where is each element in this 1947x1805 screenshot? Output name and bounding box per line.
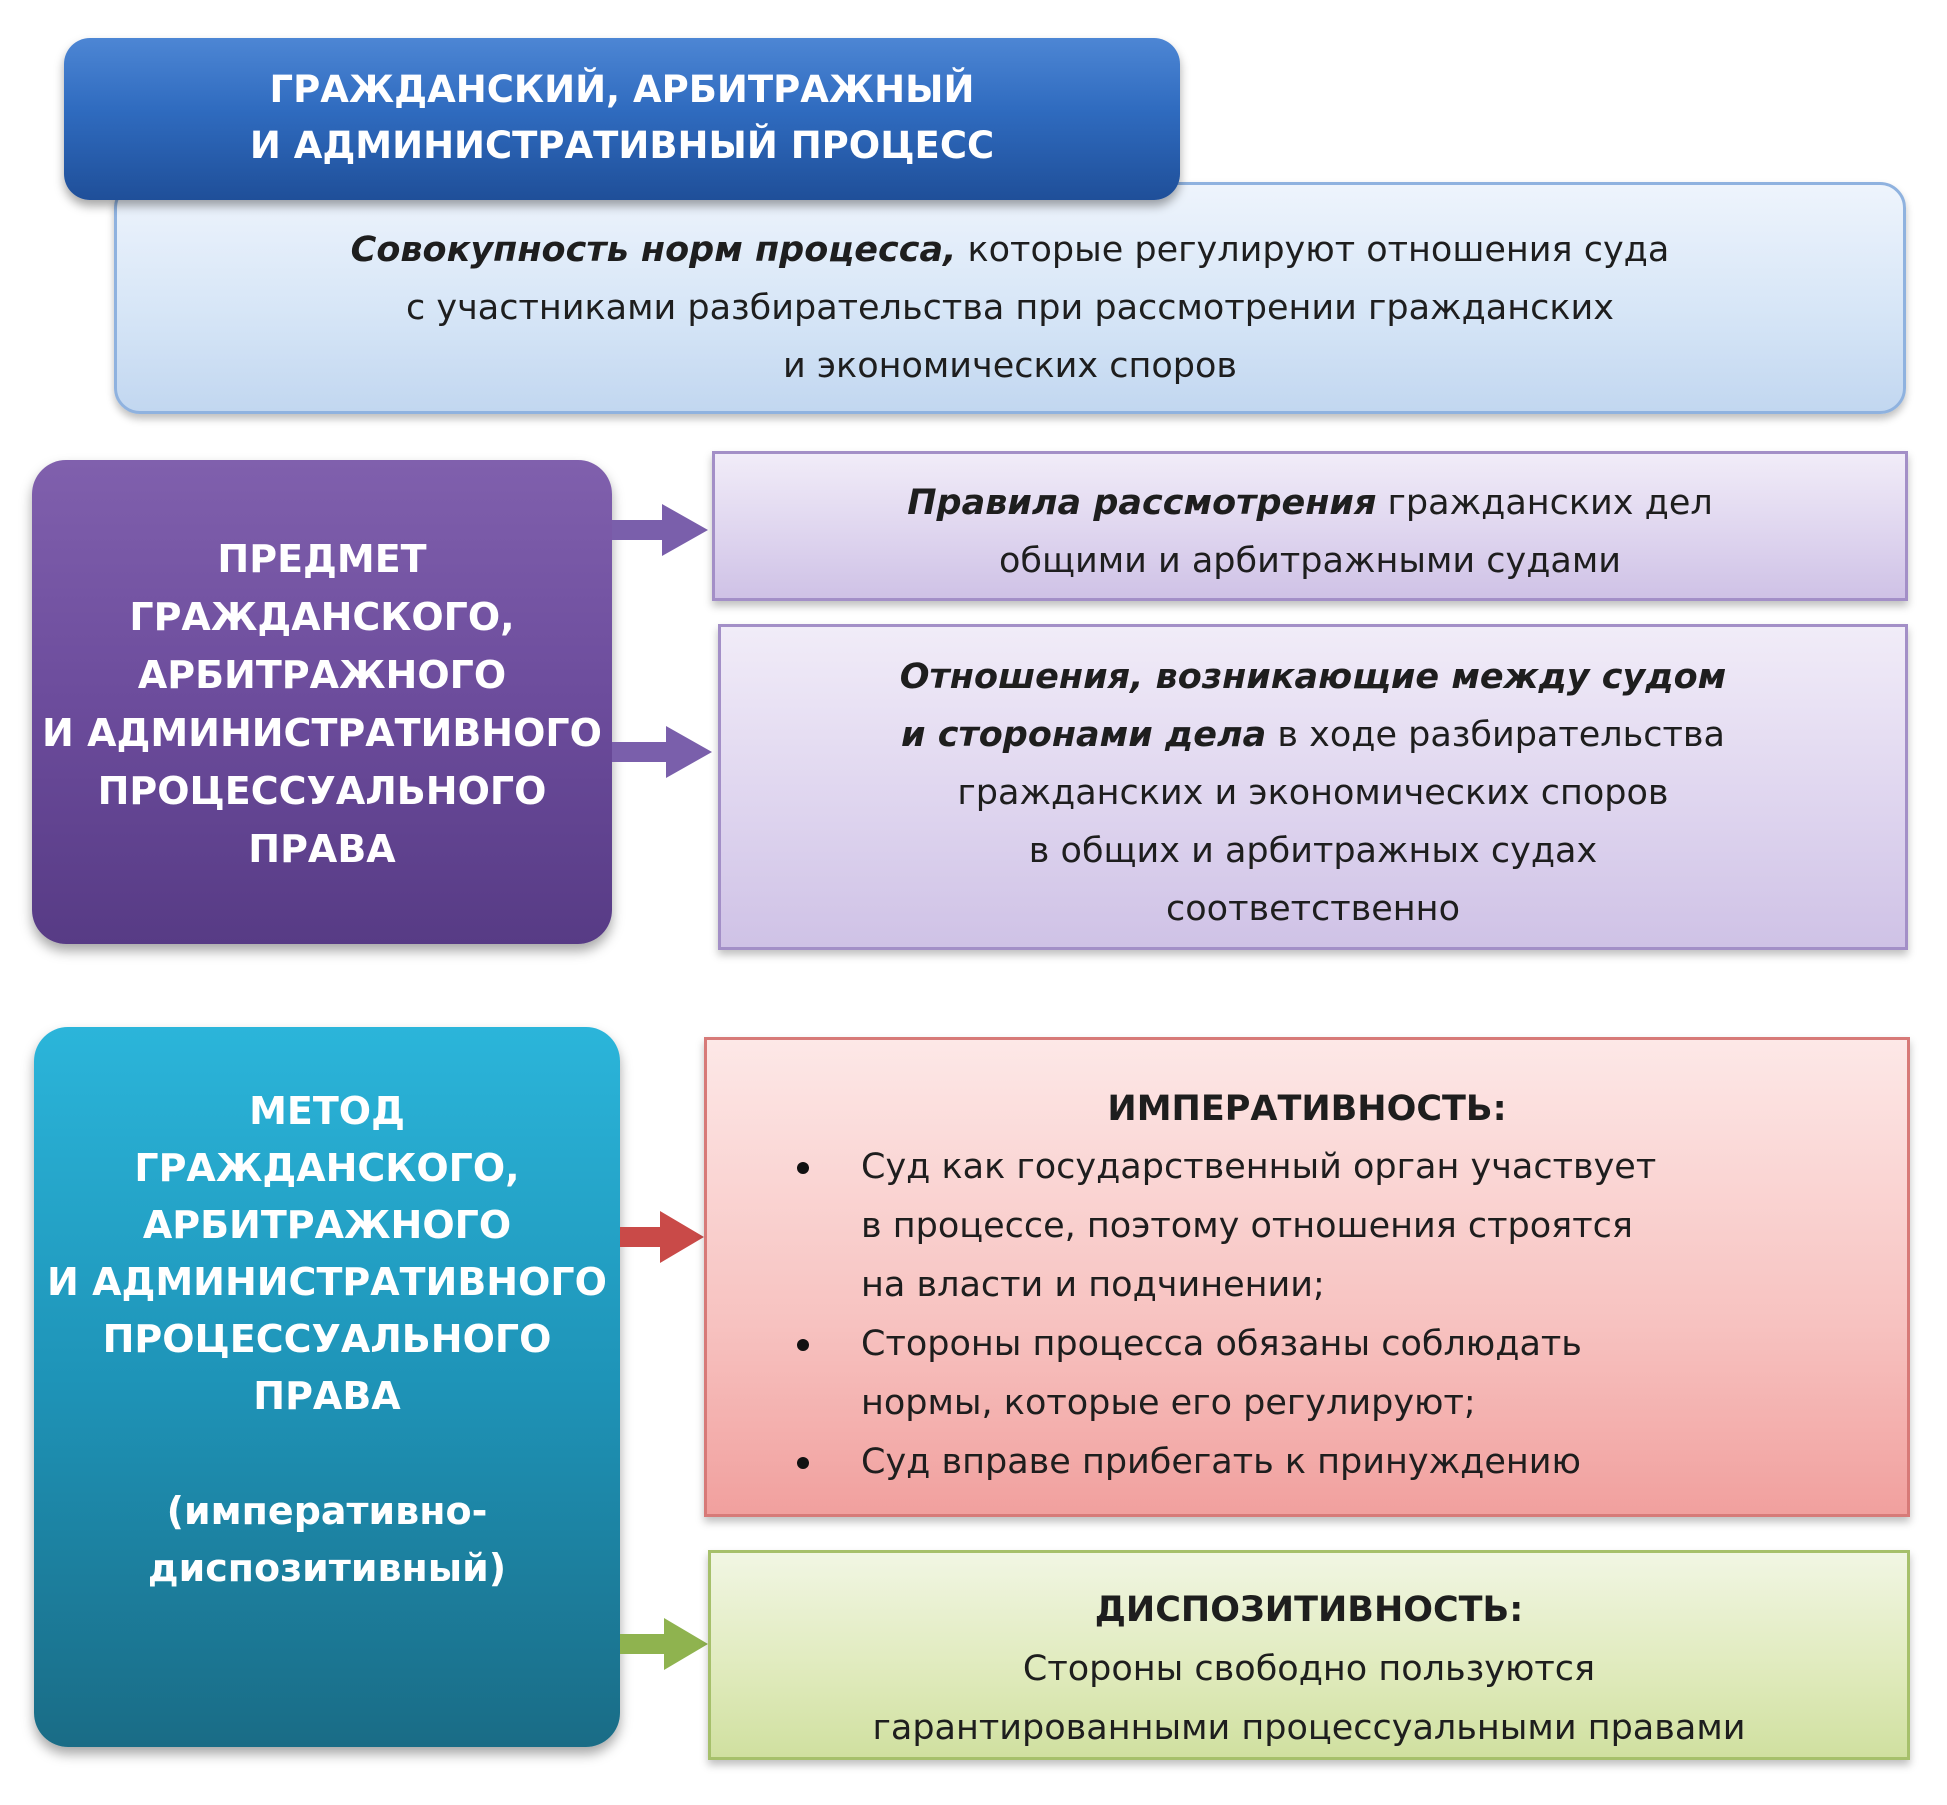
definition-emphasis: Совокупность норм процесса, (350, 230, 957, 270)
procedure-emphasis: Правила рассмотрения (907, 483, 1377, 523)
imperative-item-1-line-3: на власти и подчинении; (861, 1265, 1325, 1305)
subject-line-5: ПРОЦЕССУАЛЬНОГО (97, 769, 547, 813)
subject-box: ПРЕДМЕТ ГРАЖДАНСКОГО, АРБИТРАЖНОГО И АДМ… (32, 460, 612, 944)
imperative-item-2-line-2: нормы, которые его регулируют; (861, 1383, 1476, 1423)
dispositive-line-2: гарантированными процессуальными правами (872, 1708, 1746, 1748)
arrow-subject-to-procedure (612, 504, 708, 556)
imperative-item-1-line-2: в процессе, поэтому отношения строятся (861, 1206, 1633, 1246)
imperative-item-3-line-1: Суд вправе прибегать к принуждению (861, 1442, 1581, 1482)
method-line-3: АРБИТРАЖНОГО (142, 1203, 512, 1247)
procedure-rest: гражданских дел (1376, 483, 1713, 523)
imperative-item: Суд вправе прибегать к принуждению (797, 1433, 1867, 1492)
imperative-item: Стороны процесса обязаны соблюдать нормы… (797, 1315, 1867, 1433)
subject-line-4: И АДМИНИСТРАТИВНОГО (42, 711, 602, 755)
subject-line-1: ПРЕДМЕТ (217, 537, 427, 581)
method-line-1: МЕТОД (249, 1089, 405, 1133)
imperative-box: ИМПЕРАТИВНОСТЬ: Суд как государственный … (704, 1037, 1910, 1517)
imperative-item-2-line-1: Стороны процесса обязаны соблюдать (861, 1324, 1582, 1364)
arrow-method-to-imperative (620, 1211, 704, 1263)
relations-rest-2: в ходе разбирательства (1266, 715, 1726, 755)
procedure-line-2: общими и арбитражными судами (999, 541, 1621, 581)
method-line-2: ГРАЖДАНСКОГО, (134, 1146, 520, 1190)
imperative-title: ИМПЕРАТИВНОСТЬ: (1107, 1089, 1507, 1129)
method-note-line-2: диспозитивный) (147, 1546, 507, 1590)
arrow-subject-to-relations (612, 726, 712, 778)
method-line-6: ПРАВА (253, 1374, 401, 1418)
title-line-2: И АДМИНИСТРАТИВНЫЙ ПРОЦЕСС (249, 124, 995, 167)
relations-line-3: гражданских и экономических споров (957, 773, 1669, 813)
relations-emphasis-2: и сторонами дела (900, 715, 1267, 755)
definition-box: Совокупность норм процесса, которые регу… (114, 182, 1906, 414)
relations-line-4: в общих и арбитражных судах (1028, 831, 1598, 871)
dispositive-line-1: Стороны свободно пользуются (1022, 1649, 1596, 1689)
procedure-line-1: Правила рассмотрения гражданских дел (715, 474, 1905, 532)
relations-line-2: и сторонами дела в ходе разбирательства (721, 706, 1905, 764)
method-line-5: ПРОЦЕССУАЛЬНОГО (102, 1317, 552, 1361)
imperative-list: Суд как государственный орган участвует … (797, 1138, 1867, 1492)
subject-procedure-box: Правила рассмотрения гражданских дел общ… (712, 451, 1908, 601)
method-box: МЕТОД ГРАЖДАНСКОГО, АРБИТРАЖНОГО И АДМИН… (34, 1027, 620, 1747)
definition-line-3: и экономических споров (782, 346, 1238, 386)
dispositive-box: ДИСПОЗИТИВНОСТЬ: Стороны свободно пользу… (708, 1550, 1910, 1760)
subject-line-6: ПРАВА (248, 827, 396, 871)
definition-rest-1: которые регулируют отношения суда (956, 230, 1670, 270)
imperative-item: Суд как государственный орган участвует … (797, 1138, 1867, 1315)
title-line-1: ГРАЖДАНСКИЙ, АРБИТРАЖНЫЙ (269, 68, 975, 111)
arrow-method-to-dispositive (620, 1618, 708, 1670)
relations-line-5: соответственно (1166, 889, 1460, 929)
subject-relations-box: Отношения, возникающие между судом и сто… (718, 624, 1908, 950)
definition-line-1: Совокупность норм процесса, которые регу… (157, 221, 1863, 279)
relations-line-1: Отношения, возникающие между судом (899, 657, 1727, 697)
definition-line-2: с участниками разбирательства при рассмо… (406, 288, 1614, 328)
subject-line-2: ГРАЖДАНСКОГО, (129, 595, 515, 639)
imperative-item-1-line-1: Суд как государственный орган участвует (861, 1147, 1657, 1187)
dispositive-title: ДИСПОЗИТИВНОСТЬ: (1094, 1590, 1524, 1630)
subject-line-3: АРБИТРАЖНОГО (137, 653, 507, 697)
method-note-line-1: (императивно- (166, 1489, 488, 1533)
diagram-title: ГРАЖДАНСКИЙ, АРБИТРАЖНЫЙ И АДМИНИСТРАТИВ… (64, 38, 1180, 200)
method-line-4: И АДМИНИСТРАТИВНОГО (47, 1260, 607, 1304)
